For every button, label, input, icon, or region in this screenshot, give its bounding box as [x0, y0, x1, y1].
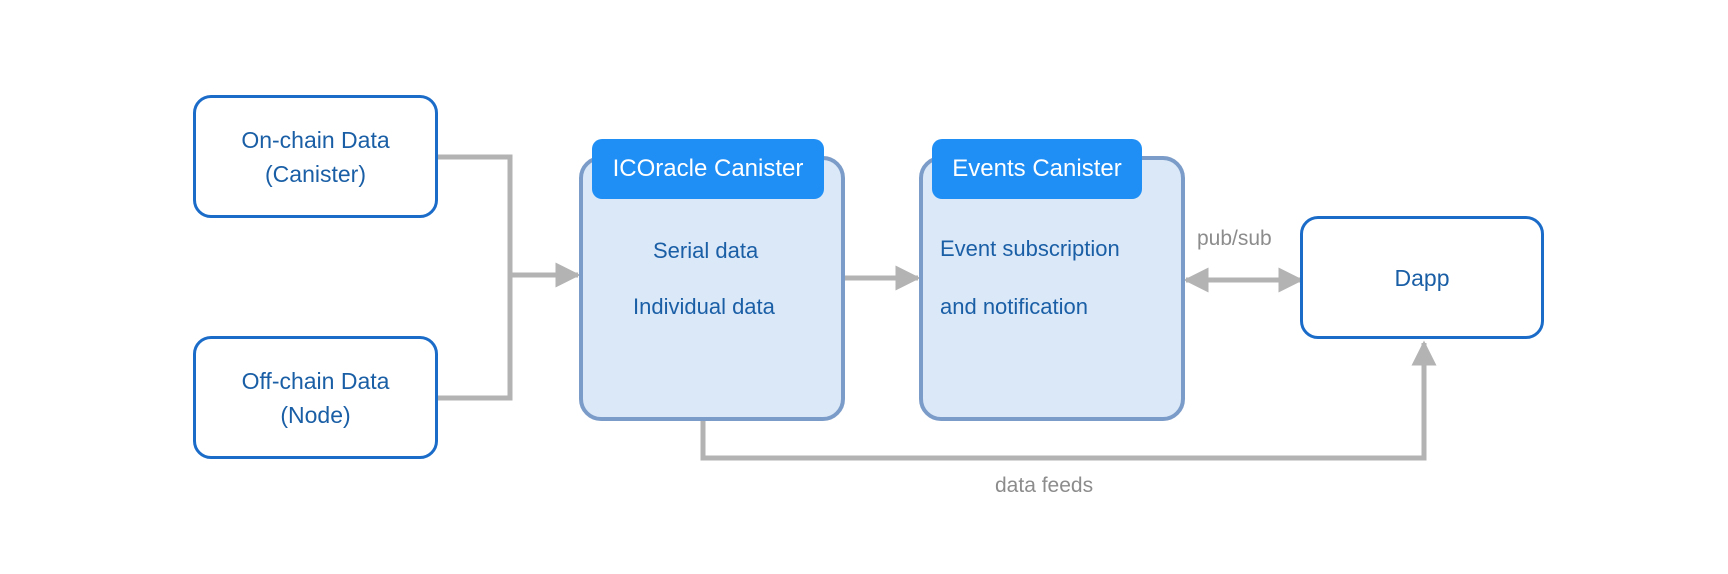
onchain-connector — [438, 154, 513, 401]
events-subscription-line: Event subscription — [940, 236, 1120, 261]
events-notification-line: and notification — [940, 294, 1088, 319]
data-feeds-label: data feeds — [995, 474, 1094, 497]
onchain-data-box: On-chain Data (Canister) — [193, 95, 438, 218]
pubsub-label: pub/sub — [1197, 227, 1272, 250]
events-canister-title: Events Canister — [932, 139, 1142, 199]
offchain-data-sublabel: (Node) — [280, 401, 351, 428]
dapp-label: Dapp — [1394, 264, 1450, 291]
onchain-data-label: On-chain Data — [241, 126, 390, 153]
onchain-data-sublabel: (Canister) — [265, 160, 366, 187]
dapp-box: Dapp — [1300, 216, 1544, 339]
icoracle-individual-data: Individual data — [633, 294, 775, 319]
data-feeds-connector — [700, 340, 1437, 461]
offchain-data-label: Off-chain Data — [241, 367, 390, 394]
offchain-data-box: Off-chain Data (Node) — [193, 336, 438, 459]
icoracle-canister-title: ICOracle Canister — [592, 139, 824, 199]
icoracle-serial-data: Serial data — [653, 238, 759, 263]
